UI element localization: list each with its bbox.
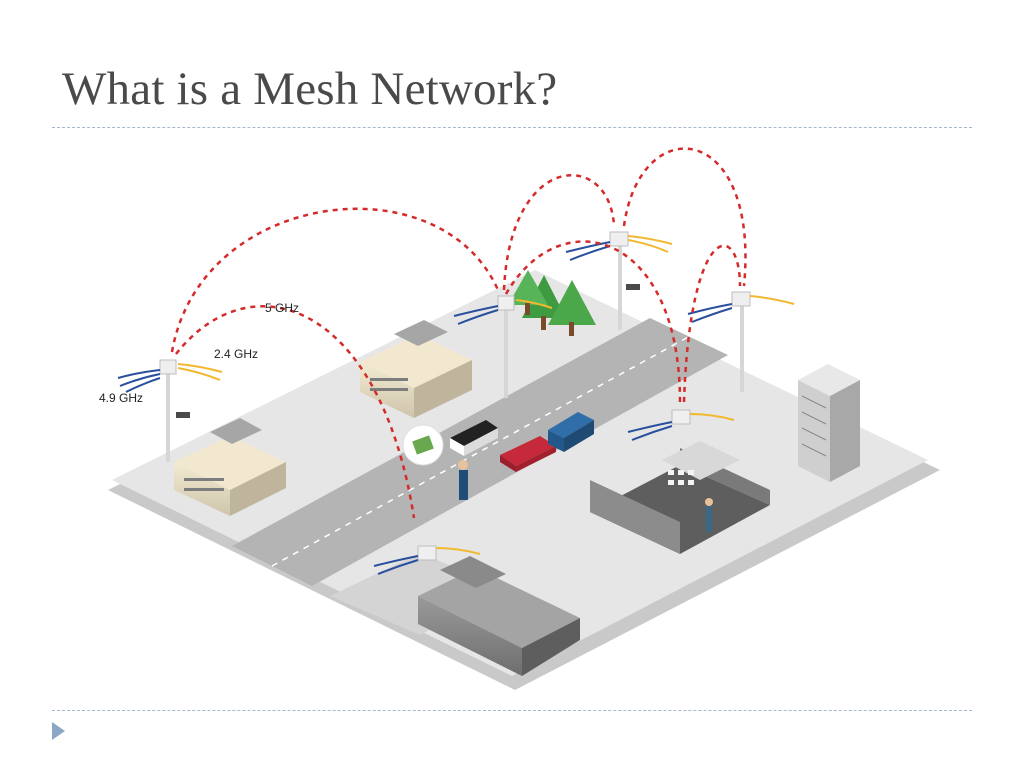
next-slide-arrow-icon[interactable] <box>52 722 65 740</box>
link-top-right-to-right <box>622 147 747 287</box>
link-middle-right-to-right <box>682 244 742 403</box>
industrial-building <box>418 556 580 676</box>
operator-figure <box>706 506 712 532</box>
ground-platform <box>108 270 940 690</box>
slide-title: What is a Mesh Network? <box>62 63 558 115</box>
tree-cluster <box>508 270 596 336</box>
office-building-left <box>174 418 286 516</box>
mesh-node-top-center <box>453 295 553 398</box>
police-car <box>450 420 498 456</box>
label-4-9ghz: 4.9 GHz <box>99 391 143 405</box>
title-divider <box>52 127 972 128</box>
officer-figure <box>458 460 468 500</box>
camera-icon <box>626 284 640 290</box>
mesh-links <box>170 147 747 519</box>
mesh-node-top-right <box>565 231 673 330</box>
link-center-to-middle-right <box>504 240 682 403</box>
tower-building <box>798 364 860 482</box>
signal-wedge-yellow <box>177 363 223 381</box>
handheld-device-callout <box>402 424 444 466</box>
signal-wedge-blue <box>117 369 161 393</box>
footer-divider <box>52 710 972 711</box>
label-5ghz: 5 GHz <box>265 301 299 315</box>
blue-van <box>548 412 594 452</box>
link-left-to-center <box>170 207 500 353</box>
red-car <box>500 436 556 472</box>
mesh-node-right <box>687 291 795 392</box>
link-center-to-top-right <box>502 174 616 291</box>
camera-icon <box>176 412 190 418</box>
link-left-to-bottom <box>175 305 416 519</box>
mesh-node-bottom <box>373 545 481 575</box>
office-building-center <box>360 320 472 418</box>
mesh-node-left <box>117 359 223 462</box>
mesh-node-middle-right <box>627 409 735 441</box>
label-2-4ghz: 2.4 GHz <box>214 347 258 361</box>
control-room-building <box>590 441 770 554</box>
